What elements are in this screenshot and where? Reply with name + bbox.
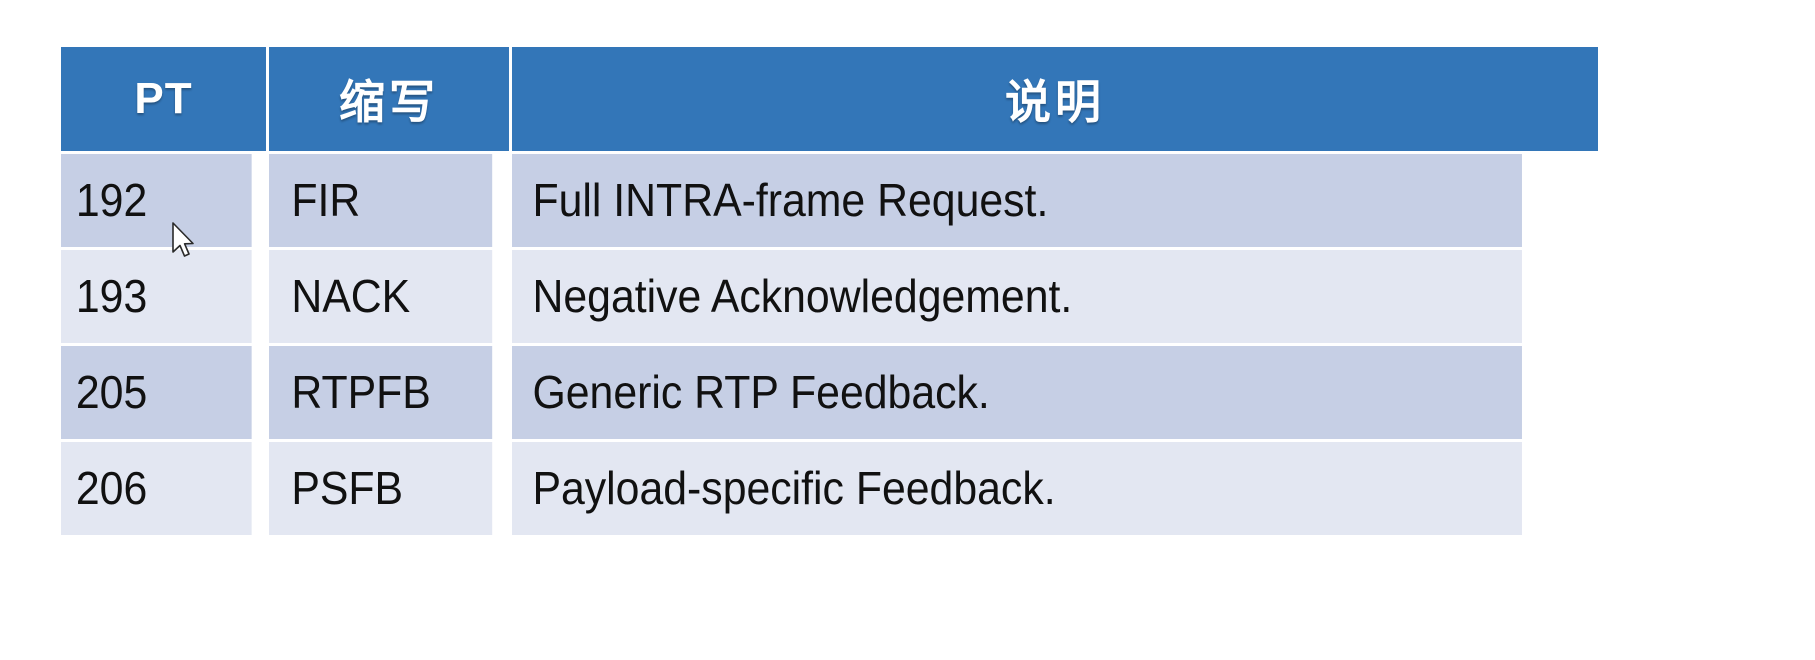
cell-abbreviation-value: FIR: [291, 174, 361, 226]
cell-pt-value: 206: [75, 462, 148, 514]
cell-description: Full INTRA-frame Request.: [512, 154, 1522, 247]
column-header-pt[interactable]: PT: [61, 47, 266, 151]
cell-pt-value: 205: [75, 366, 148, 418]
table-row[interactable]: 206 PSFB Payload-specific Feedback.: [61, 442, 1598, 535]
cell-abbreviation: NACK: [269, 250, 493, 343]
cell-description-value: Full INTRA-frame Request.: [532, 174, 1049, 226]
cell-pt: 205: [61, 346, 252, 439]
cell-description-value: Payload-specific Feedback.: [532, 462, 1056, 514]
table-body: 192 FIR Full INTRA-frame Request. 193 NA…: [61, 154, 1598, 535]
cell-pt: 192: [61, 154, 252, 247]
rtcp-payload-type-table: PT 缩写 说明 192 FIR Full INTRA-frame Reques…: [58, 44, 1601, 538]
cell-abbreviation-value: PSFB: [291, 462, 404, 514]
cell-description-value: Generic RTP Feedback.: [532, 366, 990, 418]
cell-pt-value: 193: [75, 270, 148, 322]
cell-description: Payload-specific Feedback.: [512, 442, 1522, 535]
cell-abbreviation-value: NACK: [291, 270, 411, 322]
column-header-description[interactable]: 说明: [512, 47, 1598, 151]
cell-abbreviation: PSFB: [269, 442, 493, 535]
cell-abbreviation: RTPFB: [269, 346, 493, 439]
cell-abbreviation-value: RTPFB: [291, 366, 431, 418]
cell-pt-value: 192: [75, 174, 148, 226]
cell-abbreviation: FIR: [269, 154, 493, 247]
cell-pt: 193: [61, 250, 252, 343]
table-header-row: PT 缩写 说明: [61, 47, 1598, 151]
table-row[interactable]: 192 FIR Full INTRA-frame Request.: [61, 154, 1598, 247]
table-header: PT 缩写 说明: [61, 47, 1598, 151]
cell-description: Generic RTP Feedback.: [512, 346, 1522, 439]
cell-pt: 206: [61, 442, 252, 535]
table-row[interactable]: 205 RTPFB Generic RTP Feedback.: [61, 346, 1598, 439]
table-row[interactable]: 193 NACK Negative Acknowledgement.: [61, 250, 1598, 343]
column-header-abbreviation[interactable]: 缩写: [269, 47, 509, 151]
cell-description-value: Negative Acknowledgement.: [532, 270, 1073, 322]
cell-description: Negative Acknowledgement.: [512, 250, 1522, 343]
